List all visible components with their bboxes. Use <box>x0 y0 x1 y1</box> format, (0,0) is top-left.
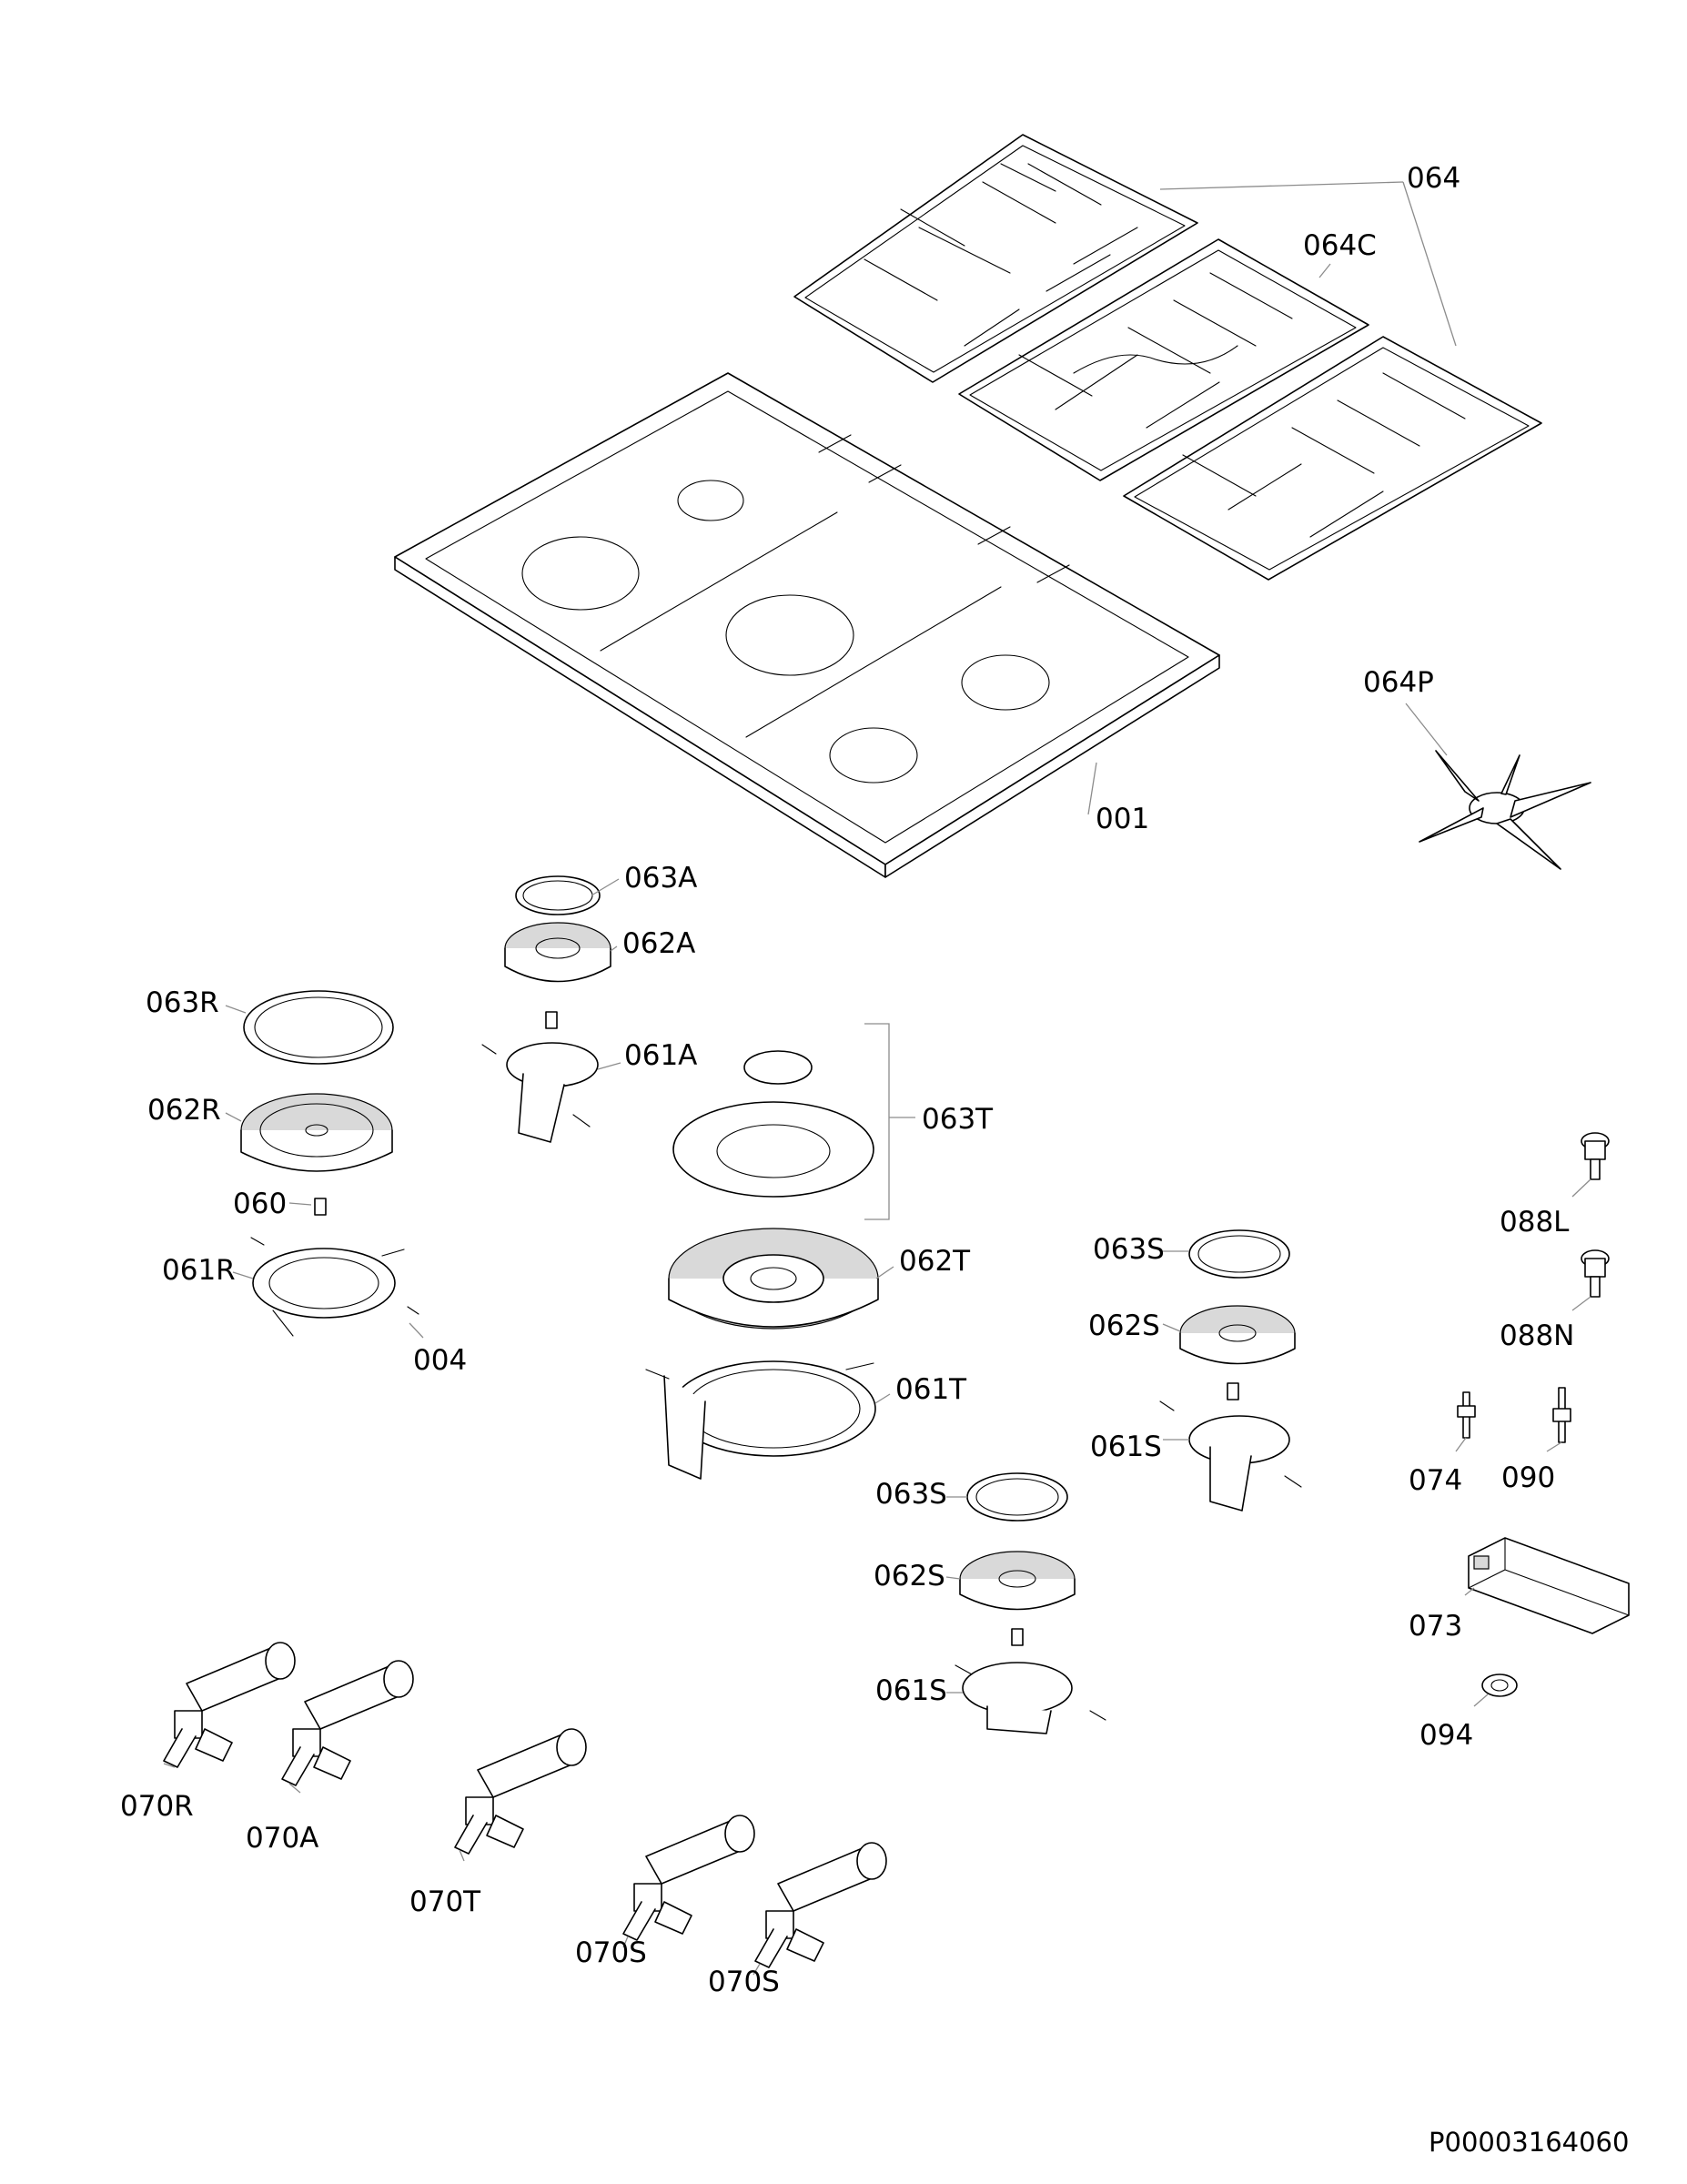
label-062R: 062R <box>147 1094 221 1127</box>
injector-060 <box>314 1198 327 1216</box>
label-063A: 063A <box>624 862 697 895</box>
label-063T: 063T <box>922 1103 994 1136</box>
label-061S-lower: 061S <box>875 1674 947 1707</box>
label-090: 090 <box>1501 1461 1555 1494</box>
pan-support-left <box>793 134 1198 383</box>
burner-crown-062A <box>504 922 611 983</box>
burner-crown-062S-a <box>1179 1305 1296 1365</box>
label-070T: 070T <box>409 1886 481 1918</box>
label-061S-upper: 061S <box>1090 1431 1162 1463</box>
pan-support-center <box>958 238 1369 481</box>
burner-cap-063A <box>515 875 601 915</box>
label-061A: 061A <box>624 1039 697 1072</box>
label-088L: 088L <box>1500 1206 1570 1239</box>
ignition-plug-090 <box>1552 1387 1571 1443</box>
injector-small <box>545 1011 558 1029</box>
spark-generator-073 <box>1468 1537 1630 1634</box>
gas-tap-070A <box>281 1660 414 1786</box>
burner-cap-063T-inner <box>743 1050 813 1085</box>
gas-tap-070R <box>163 1642 296 1768</box>
burner-crown-062R <box>240 1093 393 1172</box>
burner-crown-062T <box>668 1228 879 1330</box>
nozzle-088N <box>1581 1249 1610 1298</box>
label-063S-upper: 063S <box>1093 1233 1165 1266</box>
label-064: 064 <box>1407 162 1460 195</box>
label-061T: 061T <box>895 1373 967 1406</box>
burner-base-061A <box>481 1042 599 1143</box>
label-070A: 070A <box>246 1822 318 1855</box>
burner-cap-063S-a <box>1188 1229 1290 1279</box>
label-063S-lower: 063S <box>875 1478 947 1511</box>
label-064P: 064P <box>1363 666 1434 699</box>
injector-s-a <box>1227 1382 1239 1400</box>
label-062S-upper: 062S <box>1088 1309 1160 1342</box>
burner-base-061T <box>645 1360 876 1480</box>
label-004: 004 <box>413 1344 467 1377</box>
burner-base-061R <box>250 1237 419 1337</box>
label-001: 001 <box>1096 803 1149 835</box>
label-094: 094 <box>1419 1719 1473 1752</box>
gas-tap-070T <box>454 1728 587 1855</box>
label-070R: 070R <box>120 1790 194 1823</box>
gas-tap-070S-a <box>622 1815 755 1941</box>
pan-support-right <box>1123 336 1542 581</box>
wok-support-064P <box>1419 750 1591 870</box>
label-070S-first: 070S <box>575 1936 647 1969</box>
burner-crown-062S-b <box>959 1551 1076 1611</box>
gas-tap-070S-b <box>754 1842 887 1968</box>
washer-094 <box>1481 1673 1518 1697</box>
hob-top-plate <box>394 372 1220 878</box>
burner-base-061S-b <box>955 1662 1106 1734</box>
burner-cap-063T-outer <box>672 1101 874 1198</box>
label-073: 073 <box>1409 1610 1462 1643</box>
label-088N: 088N <box>1500 1320 1574 1352</box>
label-062T: 062T <box>899 1245 971 1278</box>
burner-base-061S-a <box>1159 1400 1302 1512</box>
nozzle-088L <box>1581 1132 1610 1180</box>
thermocouple-074 <box>1457 1391 1476 1439</box>
label-064C: 064C <box>1303 229 1377 262</box>
burner-cap-063R <box>243 990 394 1065</box>
label-070S-second: 070S <box>708 1966 780 1998</box>
burner-cap-063S-b <box>966 1472 1068 1522</box>
document-number: P00003164060 <box>1429 2127 1629 2158</box>
label-074: 074 <box>1409 1464 1462 1497</box>
label-061R: 061R <box>162 1254 236 1287</box>
label-062A: 062A <box>622 927 695 960</box>
label-060: 060 <box>233 1188 287 1220</box>
label-063R: 063R <box>146 986 219 1019</box>
injector-s-b <box>1011 1628 1024 1646</box>
callout-labels: 064 064C 064P 001 063A 062A 061A 063R 06… <box>120 162 1574 1998</box>
label-062S-lower: 062S <box>874 1560 945 1592</box>
leader-lines <box>163 181 1591 1976</box>
